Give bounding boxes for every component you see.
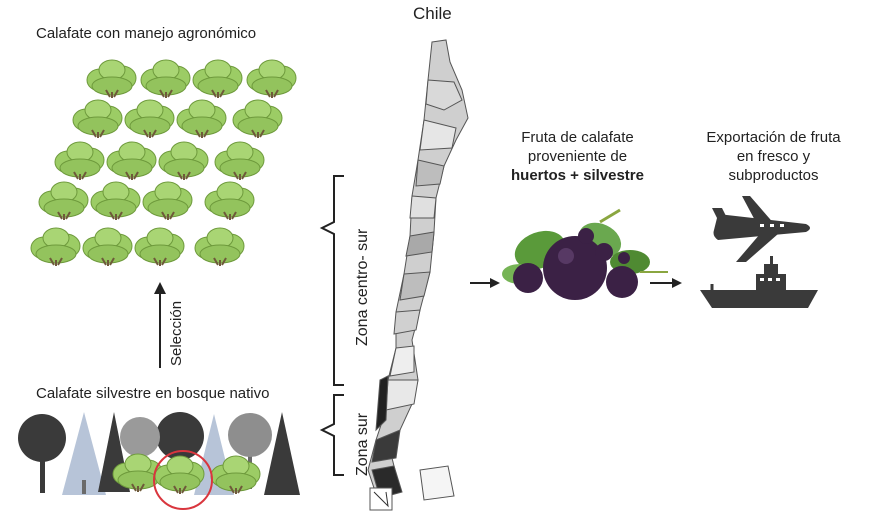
- native-forest: [18, 412, 300, 510]
- berry-cluster-icon: [502, 208, 668, 300]
- orchard-shrubs: [30, 59, 297, 267]
- shrub-icon: [72, 99, 123, 139]
- shrub-icon: [176, 99, 227, 139]
- shrub-icon: [54, 141, 105, 181]
- selection-arrow-icon: [154, 282, 166, 368]
- map-title: Chile: [413, 4, 452, 23]
- shrub-icon: [142, 181, 193, 221]
- export-caption-line1: Exportación de fruta: [706, 129, 841, 146]
- shrub-icon: [246, 59, 297, 99]
- brace-icon: [319, 175, 344, 476]
- fruit-caption-line3: huertos + silvestre: [511, 167, 644, 184]
- arrow-icon: [650, 278, 682, 288]
- export-caption: Exportación de fruta en fresco y subprod…: [686, 128, 861, 185]
- shrub-icon: [86, 59, 137, 99]
- tree-icon: [62, 412, 106, 495]
- shrub-icon: [140, 59, 191, 99]
- shrub-icon: [30, 227, 81, 267]
- shrub-icon: [158, 141, 209, 181]
- shrub-icon: [194, 227, 245, 267]
- tree-icon: [18, 414, 66, 493]
- fruit-caption: Fruta de calafate proveniente de huertos…: [490, 128, 665, 185]
- shrub-icon: [90, 181, 141, 221]
- shrub-icon: [232, 99, 283, 139]
- chile-map: [367, 39, 469, 511]
- shrub-icon: [134, 227, 185, 267]
- managed-orchard-title: Calafate con manejo agronómico: [36, 25, 257, 42]
- export-caption-line3: subproductos: [728, 167, 819, 184]
- fruit-caption-line1: Fruta de calafate: [521, 129, 634, 146]
- shrub-icon: [38, 181, 89, 221]
- shrub-icon: [214, 141, 265, 181]
- export-caption-line2: en fresco y: [736, 148, 811, 165]
- arrow-icon: [470, 278, 500, 288]
- ship-icon: [700, 256, 818, 308]
- shrub-icon: [192, 59, 243, 99]
- shrub-icon: [82, 227, 133, 267]
- wild-forest-title: Calafate silvestre en bosque nativo: [36, 385, 270, 402]
- shrub-icon: [124, 99, 175, 139]
- highlight-circle: [153, 450, 213, 510]
- airplane-icon: [712, 196, 810, 262]
- shrub-icon: [204, 181, 255, 221]
- fruit-caption-line2: proveniente de: [527, 148, 628, 165]
- tree-icon: [264, 412, 300, 495]
- shrub-icon: [106, 141, 157, 181]
